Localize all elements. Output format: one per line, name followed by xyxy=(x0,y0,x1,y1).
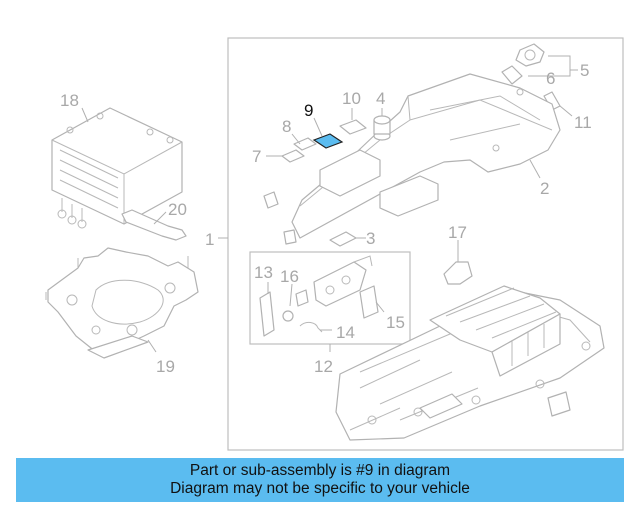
part-17-bracket xyxy=(443,261,473,285)
callout-16: 16 xyxy=(280,267,299,286)
info-banner: Part or sub-assembly is #9 in diagram Di… xyxy=(16,458,624,502)
callout-5: 5 xyxy=(580,61,589,80)
part-20-bracket xyxy=(121,209,187,241)
part-2-cover xyxy=(291,73,561,239)
assembly-frame xyxy=(227,37,624,451)
part-14-clip xyxy=(299,321,323,333)
banner-line-disclaimer: Diagram may not be specific to your vehi… xyxy=(170,480,470,497)
part-6-gasket xyxy=(501,65,523,85)
part-5-mount xyxy=(515,43,545,67)
callout-14: 14 xyxy=(336,323,355,342)
part-4-grommet xyxy=(373,115,391,141)
callout-3: 3 xyxy=(366,229,375,248)
callout-8: 8 xyxy=(282,117,291,136)
part-12-connector xyxy=(313,255,373,307)
callout-20: 20 xyxy=(168,200,187,219)
callout-1: 1 xyxy=(205,230,214,249)
callout-6: 6 xyxy=(546,69,555,88)
callout-10: 10 xyxy=(342,89,361,108)
banner-line-part-number: Part or sub-assembly is #9 in diagram xyxy=(189,462,451,479)
callout-7: 7 xyxy=(252,147,261,166)
callout-4: 4 xyxy=(376,89,385,108)
callout-2: 2 xyxy=(540,179,549,198)
callout-9-highlighted: 9 xyxy=(304,101,313,120)
part-10-pad xyxy=(339,119,367,135)
callout-11: 11 xyxy=(574,113,592,132)
part-18-module xyxy=(51,107,183,229)
part-7-pad xyxy=(281,149,305,163)
callout-15: 15 xyxy=(386,313,405,332)
part-13-seal xyxy=(259,291,275,337)
callout-13: 13 xyxy=(254,263,273,282)
part-3-bracket xyxy=(329,231,357,247)
callout-19: 19 xyxy=(156,357,175,376)
part-16-plug xyxy=(282,310,294,322)
part-8-pad xyxy=(293,137,317,151)
callout-12: 12 xyxy=(314,357,333,376)
part-15-cover xyxy=(359,285,379,319)
callout-18: 18 xyxy=(60,91,79,110)
part-9-highlighted-pad xyxy=(312,133,344,149)
battery-tray xyxy=(335,285,605,441)
callout-17: 17 xyxy=(448,223,467,242)
part-19-frame xyxy=(45,247,199,359)
